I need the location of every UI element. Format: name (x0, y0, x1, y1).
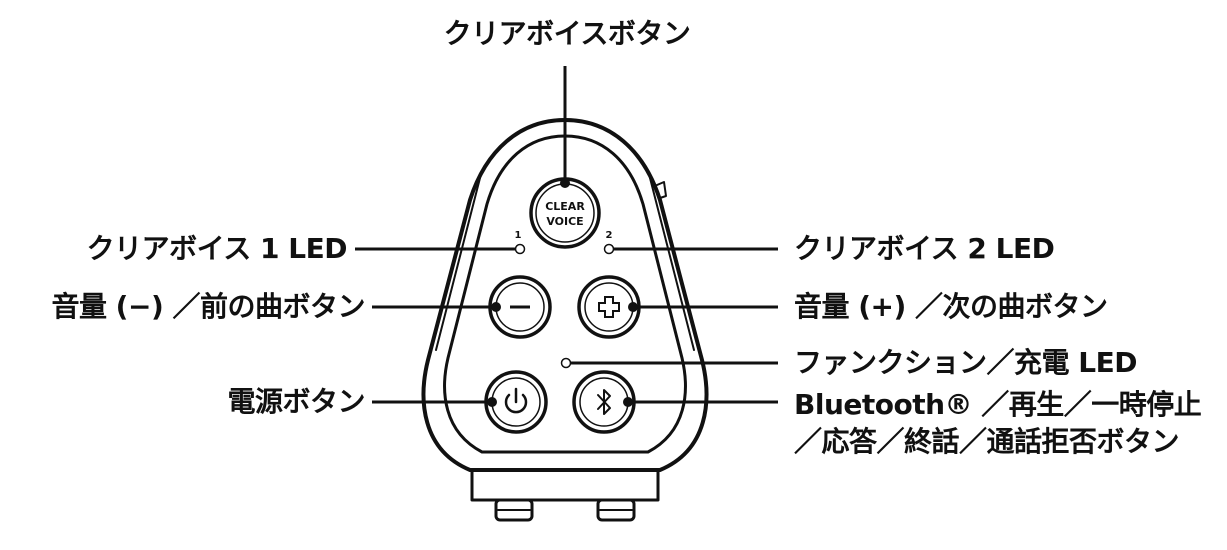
clear-voice-button[interactable]: CLEAR VOICE (529, 177, 601, 249)
function-charge-led (560, 357, 572, 369)
device-right-strip (649, 177, 695, 351)
label-clear-voice-1-led: クリアボイス 1 LED (86, 232, 348, 265)
label-bluetooth-line1: Bluetooth® ／再生／一時停止 (794, 388, 1202, 421)
plus-icon (598, 296, 620, 318)
volume-up-button[interactable] (577, 275, 641, 339)
device-left-strip (435, 177, 481, 351)
label-clear-voice-button: クリアボイスボタン (443, 17, 691, 50)
clear-voice-led-2: 2 (603, 230, 615, 255)
device-inner-panel (443, 134, 687, 454)
power-icon (504, 387, 528, 414)
device-foot-right (596, 498, 636, 522)
label-volume-up-next: 音量 (+) ／次の曲ボタン (794, 290, 1108, 323)
label-power-button: 電源ボタン (227, 385, 365, 418)
device-outer-shell (421, 118, 709, 472)
clear-voice-text-line2: VOICE (546, 215, 583, 228)
clear-voice-text-line1: CLEAR (545, 200, 585, 213)
led-1-number: 1 (515, 230, 522, 241)
device-foot-left (494, 498, 534, 522)
label-function-charge-led: ファンクション／充電 LED (794, 346, 1137, 379)
led-2-number: 2 (606, 230, 613, 241)
label-volume-down-prev: 音量 (−) ／前の曲ボタン (51, 290, 365, 323)
label-bluetooth-line2: ／応答／終話／通話拒否ボタン (794, 425, 1180, 458)
device-bottom-base (470, 470, 660, 502)
label-clear-voice-2-led: クリアボイス 2 LED (794, 232, 1055, 265)
clear-voice-led-1: 1 (515, 230, 526, 255)
device-side-nub (656, 181, 667, 199)
bluetooth-icon (597, 389, 611, 415)
